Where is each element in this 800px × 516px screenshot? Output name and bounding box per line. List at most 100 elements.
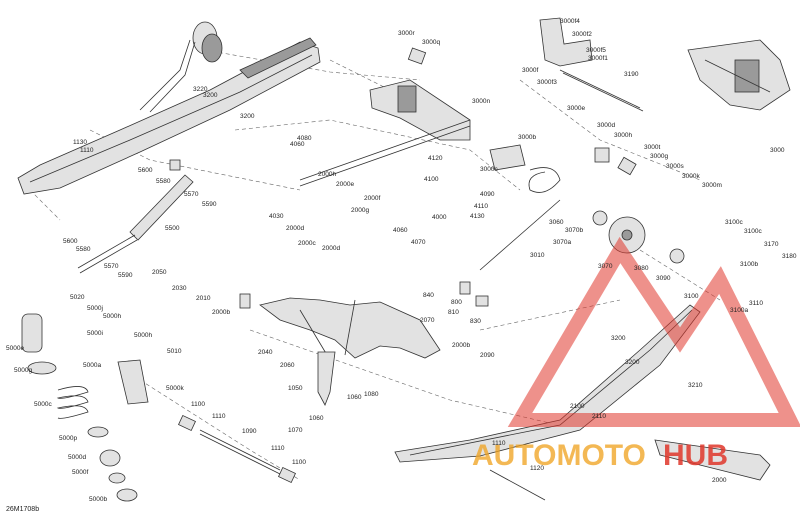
part-number-label: 3000g xyxy=(650,153,668,160)
part-number-label: 5000i xyxy=(87,330,103,337)
part-number-label: 5000p xyxy=(59,435,77,442)
part-number-label: 3000f1 xyxy=(588,55,608,62)
part-number-label: 2010 xyxy=(196,295,211,302)
part-number-label: 4000 xyxy=(432,214,447,221)
part-number-label: 2030 xyxy=(172,285,187,292)
part-number-label: 3000f2 xyxy=(572,31,592,38)
part-number-label: 3070a xyxy=(553,239,571,246)
rear-shock-assembly xyxy=(21,313,149,502)
part-labels: 3000r3000q3000f43000f23000f53000f13000f3… xyxy=(6,18,797,503)
lower-shafts xyxy=(178,414,546,501)
part-number-label: 5590 xyxy=(202,201,217,208)
part-number-label: 2000f xyxy=(364,195,380,202)
part-number-label: 3000r xyxy=(398,30,415,37)
part-number-label: 5000c xyxy=(34,401,52,408)
part-number-label: 5000j xyxy=(87,305,103,312)
part-number-label: 2000e xyxy=(336,181,354,188)
part-number-label: 2000d xyxy=(322,245,340,252)
part-number-label: 840 xyxy=(423,292,434,299)
watermark-text-part2: HUB xyxy=(663,439,728,472)
part-number-label: 3000 xyxy=(770,147,785,154)
part-number-label: 4110 xyxy=(474,203,488,210)
part-number-label: 2000h xyxy=(318,171,336,178)
part-number-label: 3070 xyxy=(598,263,613,270)
part-number-label: 3060 xyxy=(549,219,564,226)
part-number-label: 5590 xyxy=(118,272,133,279)
part-number-label: 5000g xyxy=(14,367,32,374)
part-number-label: 3200 xyxy=(240,113,255,120)
part-number-label: 5500 xyxy=(165,225,180,232)
part-number-label: 5580 xyxy=(76,246,91,253)
part-number-label: 3000d xyxy=(597,122,615,129)
watermark-text-part1: AUTOMOTO xyxy=(472,439,646,472)
part-number-label: 5000k xyxy=(166,385,184,392)
part-number-label: 3110 xyxy=(749,300,763,307)
part-number-label: 4060 xyxy=(290,141,305,148)
part-number-label: 2000b xyxy=(452,342,470,349)
part-number-label: 3200 xyxy=(611,335,626,342)
part-number-label: 3070b xyxy=(565,227,583,234)
part-number-label: 3100c xyxy=(744,228,762,235)
part-number-label: 5000d xyxy=(68,454,86,461)
part-number-label: 1110 xyxy=(80,147,94,154)
part-number-label: 3200 xyxy=(203,92,218,99)
part-number-label: 3210 xyxy=(688,382,703,389)
part-number-label: 3170 xyxy=(764,241,779,248)
part-number-label: 800 xyxy=(451,299,462,306)
part-number-label: 1110 xyxy=(492,440,506,447)
front-arm-assembly xyxy=(299,47,471,187)
part-number-label: 3000s xyxy=(666,163,684,170)
part-number-label: 4120 xyxy=(428,155,443,162)
part-number-label: 4060 xyxy=(393,227,408,234)
part-number-label: 3000f xyxy=(522,67,538,74)
part-number-label: 4100 xyxy=(424,176,439,183)
part-number-label: 2000d xyxy=(286,225,304,232)
part-number-label: 4030 xyxy=(269,213,284,220)
part-number-label: 5570 xyxy=(104,263,119,270)
part-number-label: 4070 xyxy=(411,239,426,246)
part-number-label: 3000f4 xyxy=(560,18,580,25)
part-number-label: 1100 xyxy=(191,401,205,408)
part-number-label: 4090 xyxy=(480,191,495,198)
part-number-label: 3000b xyxy=(518,134,536,141)
part-number-label: 1100 xyxy=(292,459,306,466)
part-number-label: 2070 xyxy=(420,317,435,324)
part-number-label: 5000a xyxy=(83,362,101,369)
part-number-label: 1060 xyxy=(309,415,324,422)
part-number-label: 3180 xyxy=(782,253,797,260)
part-number-label: 2110 xyxy=(592,413,606,420)
diagram-code: 26M1708b xyxy=(6,506,39,513)
part-number-label: 830 xyxy=(470,318,481,325)
part-number-label: 1070 xyxy=(288,427,303,434)
part-number-label: 1110 xyxy=(212,413,226,420)
part-number-label: 3000e xyxy=(567,105,585,112)
part-number-label: 2060 xyxy=(280,362,295,369)
part-number-label: 5600 xyxy=(138,167,153,174)
part-number-label: 5570 xyxy=(184,191,199,198)
part-number-label: 2000 xyxy=(712,477,727,484)
part-number-label: 3100 xyxy=(684,293,699,300)
part-number-label: 3080 xyxy=(634,265,649,272)
part-number-label: 3000t xyxy=(644,144,660,151)
part-number-label: 3100a xyxy=(730,307,748,314)
part-number-label: 2050 xyxy=(152,269,167,276)
part-number-label: 5580 xyxy=(156,178,171,185)
part-number-label: 3100c xyxy=(725,219,743,226)
part-number-label: 3200 xyxy=(625,359,640,366)
part-number-label: 3100b xyxy=(740,261,758,268)
part-number-label: 4130 xyxy=(470,213,485,220)
part-number-label: 810 xyxy=(448,309,459,316)
part-number-label: 3000c xyxy=(480,166,498,173)
part-number-label: 5000h xyxy=(134,332,152,339)
part-number-label: 2100 xyxy=(570,403,585,410)
part-number-label: 3000m xyxy=(702,182,722,189)
part-number-label: 5000f xyxy=(72,469,88,476)
part-number-label: 2040 xyxy=(258,349,273,356)
part-number-label: 1090 xyxy=(242,428,257,435)
part-number-label: 3000h xyxy=(614,132,632,139)
part-number-label: 3190 xyxy=(624,71,639,78)
part-number-label: 5010 xyxy=(167,348,182,355)
part-number-label: 2000g xyxy=(351,207,369,214)
watermark-logo: AUTOMOTO HUB xyxy=(472,236,800,472)
